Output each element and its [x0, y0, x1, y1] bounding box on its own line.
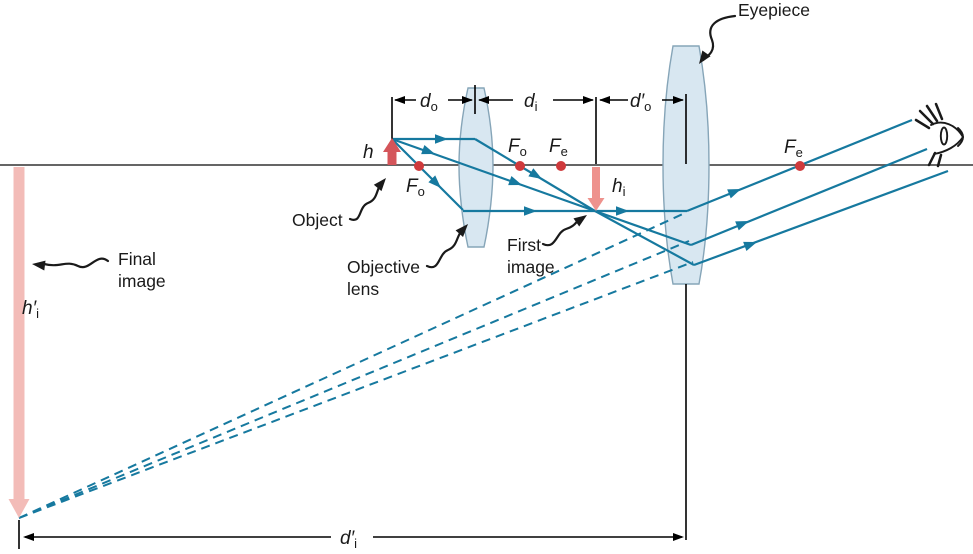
- eye-lash-lower: [927, 151, 937, 167]
- eye-lower-lid: [933, 136, 964, 155]
- first-image-arrow: [587, 167, 605, 211]
- dimension-arrowhead: [478, 96, 489, 104]
- focal-point-dots: [414, 161, 805, 171]
- dimension-arrowhead: [394, 96, 405, 104]
- label-Fo-right: Fo: [508, 136, 527, 159]
- ray-arrowhead: [524, 206, 537, 216]
- label-di: di: [524, 91, 538, 114]
- first-image-label-line2: image: [507, 257, 555, 277]
- label-do-prime: d′o: [630, 91, 651, 114]
- exit-ray-middle: [690, 147, 928, 247]
- annotation-arrowhead: [455, 224, 468, 238]
- ray-arrowheads: [421, 134, 757, 251]
- label-Fo-left: Fo: [406, 176, 425, 199]
- eye-lash: [934, 102, 944, 121]
- eye-lash: [914, 118, 931, 130]
- final-image-label-line1: Final: [118, 249, 156, 269]
- eyepiece-label: Eyepiece: [738, 0, 810, 20]
- focal-dot-Fo-right: [515, 161, 525, 171]
- variable-labels: h Fo Fo Fe Fe hi h′i do di d′o d′i: [22, 91, 803, 551]
- dashed-ray-top: [18, 212, 686, 519]
- final-image-arrow: [8, 167, 30, 518]
- annotation-arrowhead: [573, 215, 587, 227]
- focal-dot-Fo-left: [414, 161, 424, 171]
- label-do: do: [420, 91, 438, 114]
- annotation-arrowheads: [32, 50, 711, 271]
- ray-arrowhead: [743, 241, 757, 251]
- focal-dot-Fe-right: [795, 161, 805, 171]
- annotation-arrowhead: [32, 260, 46, 271]
- label-hi-prime: h′i: [22, 298, 39, 321]
- dimension-arrowheads: [23, 96, 684, 541]
- dashed-ray-bottom: [18, 261, 694, 519]
- label-di-prime: d′i: [340, 528, 357, 551]
- lenses: [458, 45, 710, 285]
- eye-lash-lower: [936, 153, 943, 168]
- eye-cornea: [957, 127, 964, 147]
- label-hi: hi: [612, 176, 626, 199]
- ray-arrowhead: [727, 189, 741, 199]
- ray-arrowhead: [428, 175, 441, 188]
- label-Fe-left: Fe: [549, 136, 568, 159]
- object-pointer-squiggle: [348, 182, 383, 221]
- dimension-arrowhead: [673, 533, 684, 541]
- ray-arrowhead: [508, 176, 522, 186]
- dimension-arrowhead: [583, 96, 594, 104]
- objective-pointer-squiggle: [425, 227, 465, 269]
- eye-lash: [918, 109, 935, 126]
- label-Fe-right: Fe: [784, 137, 803, 160]
- eye-iris: [939, 126, 949, 146]
- object-label: Object: [292, 210, 343, 230]
- ray-focal-segment: [391, 138, 464, 211]
- ray-center-continuation: [594, 209, 692, 247]
- objective-lens-label-line2: lens: [347, 279, 379, 299]
- dimension-arrowhead: [462, 96, 473, 104]
- final-image-label-line2: image: [118, 271, 166, 291]
- eye-icon: [914, 102, 964, 168]
- focal-dot-Fe-left: [556, 161, 566, 171]
- ray-arrowhead: [435, 134, 448, 144]
- ray-arrowhead: [735, 221, 749, 231]
- exit-ray-bottom: [693, 169, 949, 267]
- eye-lash: [925, 104, 939, 123]
- ray-arrowhead: [421, 145, 435, 155]
- first-image-pointer-squiggle: [541, 216, 583, 247]
- annotation-arrows: [42, 14, 737, 269]
- objective-lens-label-line1: Objective: [347, 257, 420, 277]
- ray-arrowhead: [528, 168, 542, 179]
- objective-lens-shape: [458, 87, 494, 248]
- ray-arrowhead: [616, 206, 629, 216]
- ray-parallel-continuation: [594, 210, 695, 266]
- virtual-ray-extensions: [18, 212, 694, 519]
- annotation-labels: Object Objective lens First image Eyepie…: [118, 0, 810, 299]
- eyepiece-pointer-squiggle: [701, 14, 737, 62]
- dimension-arrowhead: [599, 96, 610, 104]
- dimension-arrowhead: [673, 96, 684, 104]
- dashed-ray-middle: [18, 240, 690, 519]
- eyepiece-lens-shape: [662, 45, 710, 285]
- first-image-label-line1: First: [507, 235, 541, 255]
- label-h: h: [363, 142, 374, 163]
- annotation-arrowhead: [699, 50, 711, 64]
- annotation-arrowhead: [373, 178, 386, 192]
- final-image-pointer-squiggle: [42, 257, 110, 269]
- object-arrow: [383, 138, 401, 165]
- dimension-arrowhead: [23, 533, 34, 541]
